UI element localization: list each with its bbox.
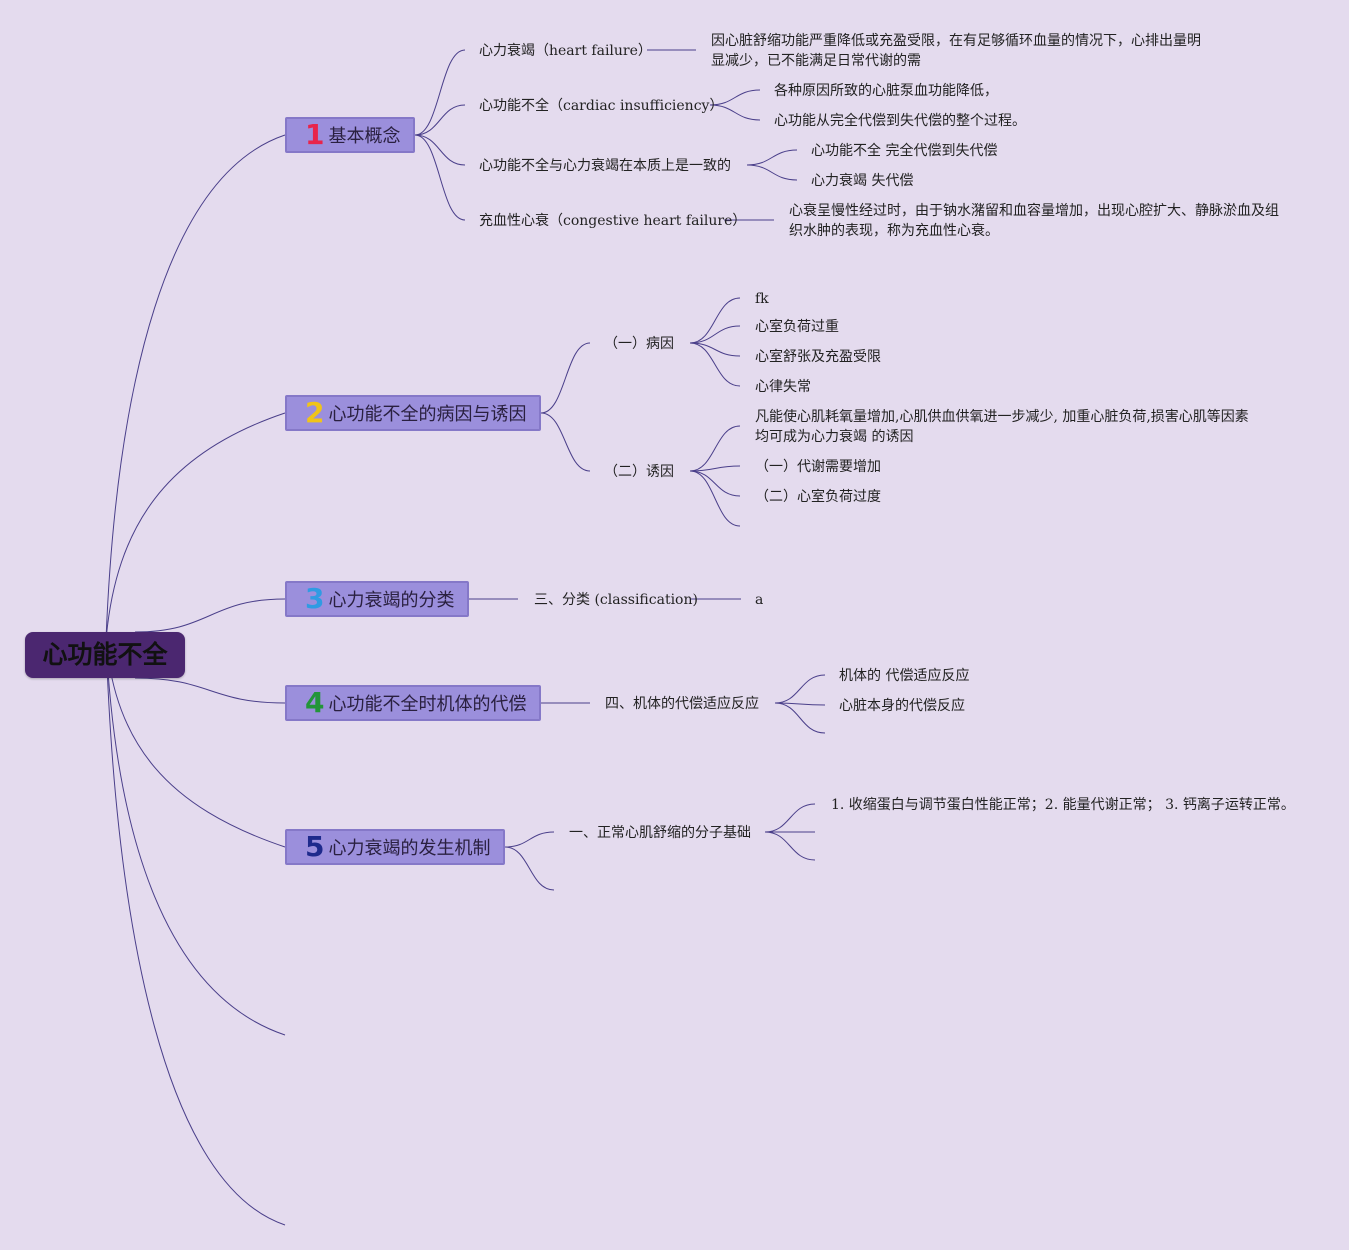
branch-label-3: 心力衰竭的分类 [328,590,455,611]
topic-heart-failure[interactable]: 心力衰竭（heart failure） [479,43,652,59]
link-b1-t3-d2 [746,164,798,181]
link-b2-t1 [540,342,591,414]
detail-molecular-basis-1: 1. 收缩蛋白与调节蛋白性能正常；2. 能量代谢正常； 3. 钙离子运转正常。 [831,797,1295,813]
detail-heart-failure-definition: 因心脏舒缩功能严重降低或充盈受限，在有足够循环血量的情况下，心排出量明显减少，已… [711,33,1201,69]
branch-label-5: 心力衰竭的发生机制 [328,838,491,859]
link-b4-t1-d3 [774,702,826,734]
detail-cardiac-insufficiency-2: 心功能从完全代偿到失代偿的整个过程。 [774,113,1026,129]
branch-number-4: 4 [305,686,325,719]
link-b5-t1-d3 [764,831,816,861]
detail-etiology-3: 心室舒张及充盈受限 [755,349,881,365]
detail-congestive-definition: 心衰呈慢性经过时，由于钠水潴留和血容量增加，出现心腔扩大、静脉淤血及组织水肿的表… [789,203,1279,239]
link-b5-t2 [504,846,555,891]
topic-molecular-basis[interactable]: 一、正常心肌舒缩的分子基础 [569,825,751,841]
link-b2-t2-d4 [689,470,741,527]
link-b2-t2-d1 [689,425,741,472]
link-b1-t3 [414,134,466,166]
branch-node-1[interactable]: 1 基本概念 [285,117,415,153]
link-b4-t1-d1 [774,674,826,704]
link-b5-t1 [504,831,555,848]
detail-etiology-2: 心室负荷过重 [755,319,839,335]
link-b2-t2-d2 [689,465,741,472]
branch-number-3: 3 [305,582,325,615]
topic-etiology[interactable]: （一）病因 [604,336,674,352]
link-b2-t1-d4 [689,342,741,387]
branch-node-2[interactable]: 2 心功能不全的病因与诱因 [285,395,541,431]
branch-number-2: 2 [305,396,325,429]
branch-node-5[interactable]: 5 心力衰竭的发生机制 [285,829,505,865]
branch-node-4[interactable]: 4 心功能不全时机体的代偿 [285,685,541,721]
link-b1-t2-d1 [709,89,761,106]
detail-cardiac-insufficiency-1: 各种原因所致的心脏泵血功能降低， [774,83,998,99]
branch-node-3[interactable]: 3 心力衰竭的分类 [285,581,469,617]
link-b1-t2 [414,104,466,136]
topic-inducement[interactable]: （二）诱因 [604,464,674,480]
branch-number-5: 5 [305,830,325,863]
link-root-empty-1 [105,639,286,1036]
link-root-branch-2 [105,412,286,641]
detail-classification-1: a [755,592,764,608]
link-b1-t2-d2 [709,104,761,121]
detail-inducement-3: （二）心室负荷过度 [755,489,881,505]
link-b2-t1-d1 [689,297,741,344]
branch-number-1: 1 [305,118,325,151]
topic-congestive-heart-failure[interactable]: 充血性心衰（congestive heart failure） [479,213,747,229]
link-root-branch-4 [134,677,286,704]
topic-compensation[interactable]: 四、机体的代偿适应反应 [605,696,759,712]
topic-classification[interactable]: 三、分类 (classification) [534,592,698,608]
branch-label-2: 心功能不全的病因与诱因 [328,404,527,425]
link-b5-t1-d1 [764,803,816,833]
topic-cardiac-insufficiency[interactable]: 心功能不全（cardiac insufficiency） [479,98,724,114]
link-b1-t1 [414,49,466,136]
branch-label-4: 心功能不全时机体的代偿 [328,694,527,715]
detail-inducement-2: （一）代谢需要增加 [755,459,881,475]
detail-essence-1: 心功能不全 完全代偿到失代偿 [811,143,998,159]
branch-label-1: 基本概念 [328,126,401,147]
root-node[interactable]: 心功能不全 [25,632,185,678]
link-b1-t3-d1 [746,149,798,166]
link-root-branch-1 [105,134,286,641]
detail-etiology-4: 心律失常 [755,379,811,395]
detail-inducement-1: 凡能使心肌耗氧量增加,心肌供血供氧进一步减少, 加重心脏负荷,损害心肌等因素均可… [755,409,1249,445]
link-root-empty-2 [105,639,286,1226]
link-root-branch-5 [105,639,286,848]
topic-essence-same[interactable]: 心功能不全与心力衰竭在本质上是一致的 [479,158,731,174]
detail-etiology-1: fk [755,291,769,307]
detail-essence-2: 心力衰竭 失代偿 [811,173,914,189]
link-b2-t1-d2 [689,325,741,344]
link-b2-t2 [540,412,591,472]
link-root-branch-3 [134,598,286,633]
detail-compensation-2: 心脏本身的代偿反应 [839,698,965,714]
detail-compensation-1: 机体的 代偿适应反应 [839,668,970,684]
link-b2-t2-d3 [689,470,741,497]
link-b1-t4 [414,134,466,221]
